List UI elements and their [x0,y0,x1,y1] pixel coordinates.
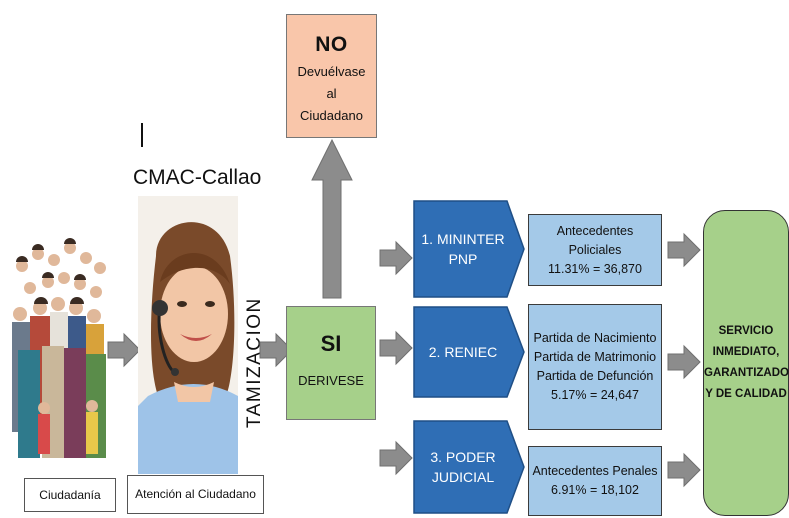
right-arrow-icon [107,332,141,368]
result-line4: Y DE CALIDAD [705,388,787,400]
record-line: Partida de Defunción [536,369,654,383]
record-line: Partida de Nacimiento [533,331,657,345]
result-line2: INMEDIATO, [712,346,780,358]
entity-shape [413,420,525,514]
ciudadania-caption: Ciudadanía [24,478,116,512]
right-arrow-icon [259,332,293,368]
reject-title: NO [315,33,348,56]
entity-mininter: 1. MININTER PNP [413,200,525,298]
entity-label-line2: PNP [448,251,478,267]
reject-box: NO Devuélvase al Ciudadano [286,14,377,138]
reject-text-line1: Devuélvase al [297,64,366,101]
up-arrow-icon [311,138,353,299]
svg-text:TAMIZACION: TAMIZACION [244,297,265,428]
entity-label-line1: 2. RENIEC [428,344,498,360]
tamizacion-label: TAMIZACION [244,297,265,428]
record-line: Antecedentes Policiales [556,223,634,257]
entity-shape [413,306,525,398]
record-box-policiales: Antecedentes Policiales 11.31% = 36,870 [528,214,662,286]
record-line: Antecedentes Penales [532,464,658,478]
record-stat: 6.91% = 18,102 [551,483,639,497]
result-box: SERVICIO INMEDIATO, GARANTIZADO Y DE CAL… [703,210,789,516]
reject-text-line2: Ciudadano [300,108,363,123]
approve-subtitle: DERIVESE [298,373,364,388]
entity-label: 2. RENIEC [413,306,513,398]
right-arrow-icon [379,330,413,366]
record-stat: 5.17% = 24,647 [551,388,639,402]
record-box-penales: Antecedentes Penales 6.91% = 18,102 [528,446,662,516]
reject-text: Devuélvase al Ciudadano [287,61,376,127]
entity-shape [413,200,525,298]
record-line: Partida de Matrimonio [533,350,657,364]
entity-label-line1: 3. PODER [430,449,496,465]
agent-image [138,196,238,474]
entity-label: 1. MININTER PNP [413,200,513,298]
result-line1: SERVICIO [718,325,774,337]
crowd-image [8,196,108,472]
text-cursor-mark [141,123,143,147]
right-arrow-icon [667,452,701,488]
right-arrow-icon [667,344,701,380]
right-arrow-icon [379,240,413,276]
entity-poder-judicial: 3. PODER JUDICIAL [413,420,525,514]
approve-box: SI DERIVESE [286,306,376,420]
entity-label-line1: 1. MININTER [421,231,505,247]
right-arrow-icon [379,440,413,476]
entity-label-line2: JUDICIAL [431,469,495,485]
right-arrow-icon [667,232,701,268]
result-line3: GARANTIZADO [704,367,789,379]
entity-label: 3. PODER JUDICIAL [413,420,513,514]
cmac-label: CMAC-Callao [133,166,262,189]
entity-reniec: 2. RENIEC [413,306,525,398]
record-box-partidas: Partida de Nacimiento Partida de Matrimo… [528,304,662,430]
approve-title: SI [320,331,342,356]
atencion-caption: Atención al Ciudadano [127,475,264,514]
record-stat: 11.31% = 36,870 [548,261,642,276]
